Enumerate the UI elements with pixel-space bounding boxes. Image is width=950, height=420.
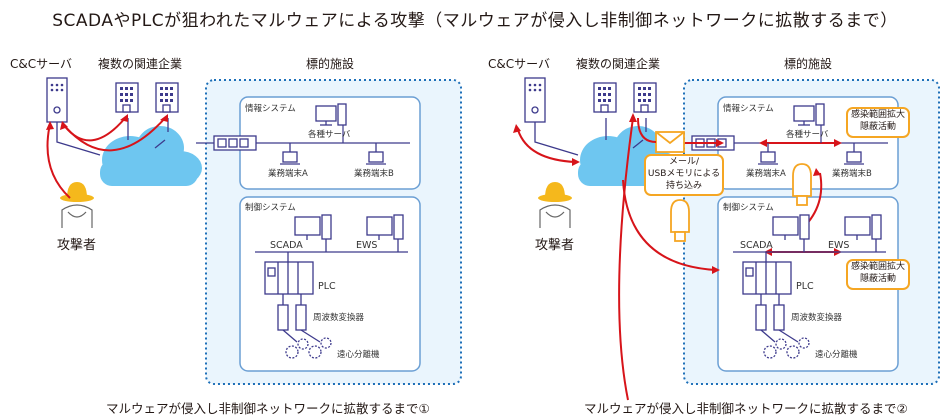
inverter-label: 周波数変換器: [791, 313, 843, 323]
terminal-b-icon: [366, 143, 386, 165]
ews-label: EWS: [356, 240, 378, 251]
spread-note-line: 感染範囲拡大: [850, 262, 905, 272]
panel-2-graphics: [513, 77, 940, 401]
info-system-label: 情報システム: [723, 104, 774, 114]
centrifuge-label: 遠心分離機: [337, 350, 380, 360]
terminal-a-label: 業務端末A: [746, 169, 786, 179]
spread-note-line: 感染範囲拡大: [850, 110, 905, 120]
panel-1-graphics: [46, 77, 462, 385]
attacker-label: 攻撃者: [535, 238, 575, 253]
companies-label: 複数の関連企業: [98, 57, 183, 71]
diagram-title: SCADAやPLCが狙われたマルウェアによる攻撃（マルウェアが侵入し非制御ネット…: [52, 11, 898, 31]
company-building-icon: [155, 82, 179, 113]
terminal-b-label: 業務端末B: [354, 169, 394, 179]
panel-stage-2: C&Cサーバ 複数の関連企業 標的施設 攻撃者 情報システム 各種サーバ 業務端…: [478, 0, 950, 420]
server-computer-icon: [315, 103, 347, 126]
plc-label: PLC: [796, 281, 814, 292]
cc-server-label: C&Cサーバ: [488, 57, 550, 71]
spread-note-line: 隠蔽活動: [859, 122, 896, 132]
router-icon: [213, 135, 257, 151]
intrusion-note-line: 持ち込み: [665, 181, 702, 191]
centrifuge-gear-icon: [285, 337, 332, 359]
terminal-b-icon: [844, 143, 864, 165]
caption-stage-2: マルウェアが侵入し非制御ネットワークに拡散するまで②: [584, 401, 908, 416]
ews-computer-icon: [844, 214, 882, 252]
attacker-icon: [538, 182, 572, 228]
spread-note-line: 隠蔽活動: [859, 274, 896, 284]
usb-stick-icon: [792, 163, 812, 206]
companies-label: 複数の関連企業: [576, 57, 661, 71]
intrusion-note-line: USBメモリによる: [647, 169, 721, 179]
target-facility-label: 標的施設: [306, 57, 355, 71]
intrusion-note-line: メール/: [668, 157, 700, 167]
panel-stage-1: C&Cサーバ 複数の関連企業 標的施設 攻撃者 情報システム 各種サーバ 業務端…: [10, 57, 462, 416]
servers-label: 各種サーバ: [308, 130, 351, 140]
intrusion-note: メール/ USBメモリによる 持ち込み: [644, 154, 724, 196]
server-computer-icon: [793, 103, 825, 126]
attacker-label: 攻撃者: [57, 238, 97, 253]
company-building-icon: [115, 82, 139, 113]
internet-cloud-icon: [100, 126, 202, 186]
scada-computer-icon: [294, 214, 332, 252]
ews-label: EWS: [828, 240, 850, 251]
terminal-a-label: 業務端末A: [268, 169, 308, 179]
servers-label: 各種サーバ: [786, 130, 829, 140]
target-facility-label: 標的施設: [784, 57, 833, 71]
attacker-icon: [60, 182, 94, 228]
company-building-icon: [593, 82, 617, 113]
control-system-label: 制御システム: [245, 203, 296, 213]
spread-note-info: 感染範囲拡大 隠蔽活動: [846, 107, 910, 138]
terminal-b-label: 業務端末B: [832, 169, 872, 179]
caption-stage-1: マルウェアが侵入し非制御ネットワークに拡散するまで①: [106, 401, 430, 416]
scada-label: SCADA: [270, 240, 303, 251]
attack-arrows: [517, 117, 838, 401]
company-building-icon: [633, 82, 657, 113]
ews-computer-icon: [366, 214, 404, 252]
terminal-a-icon: [758, 143, 778, 165]
terminal-a-icon: [280, 143, 300, 165]
email-icon: [655, 131, 685, 153]
info-system-label: 情報システム: [245, 104, 296, 114]
attack-arrows: [46, 116, 167, 199]
control-system-label: 制御システム: [723, 203, 774, 213]
plc-label: PLC: [318, 281, 336, 292]
plc-icon: [264, 261, 314, 295]
scada-label: SCADA: [740, 240, 773, 251]
cc-server-label: C&Cサーバ: [10, 57, 72, 71]
centrifuge-gear-icon: [763, 337, 810, 359]
centrifuge-label: 遠心分離機: [815, 350, 858, 360]
inverter-label: 周波数変換器: [313, 313, 365, 323]
scada-computer-icon: [772, 214, 810, 252]
plc-icon: [742, 261, 792, 295]
spread-note-control: 感染範囲拡大 隠蔽活動: [846, 259, 910, 290]
usb-stick-icon: [670, 199, 690, 242]
